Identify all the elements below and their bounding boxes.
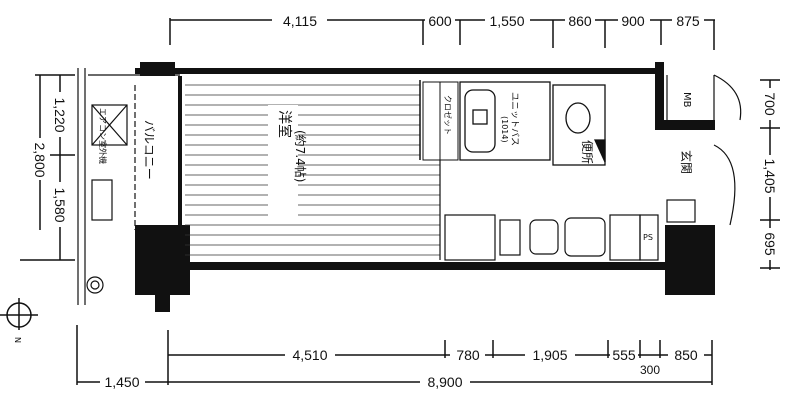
dim-bottom-5: 300 (640, 363, 660, 377)
dim-top-3: 1,550 (489, 13, 524, 29)
dim-left-2: 1,580 (52, 187, 68, 222)
outer-walls (135, 62, 715, 312)
compass-north-label: N (13, 337, 22, 343)
unit-bath-size: (1014) (500, 116, 509, 143)
dim-top-6: 875 (676, 13, 700, 29)
dim-top-5: 900 (621, 13, 645, 29)
outdoor-unit-label: エアコン室外機 (98, 108, 108, 164)
dim-top-2: 600 (428, 13, 452, 29)
dim-bottom-total: 8,900 (427, 374, 462, 390)
toilet (552, 84, 606, 166)
balcony-label: バルコニー (142, 120, 156, 180)
pipe-space-label: PS (643, 233, 653, 242)
compass-icon (0, 298, 38, 330)
meter-box-label: MB (681, 92, 692, 108)
western-room-label: 洋室 (276, 110, 293, 138)
dim-left-total: 2,800 (32, 142, 48, 177)
western-room-size: (約7.4帖) (293, 130, 308, 182)
dim-bottom-1: 4,510 (292, 347, 327, 363)
dim-top-1: 4,115 (283, 13, 317, 29)
unit-bath-label: ユニットバス (509, 92, 520, 146)
dim-top-4: 860 (568, 13, 592, 29)
dim-bottom-4: 555 (612, 347, 636, 363)
dim-left-1: 1,220 (52, 97, 68, 132)
entrance (666, 74, 742, 226)
unit-bath (459, 81, 551, 161)
dim-right-1: 700 (762, 92, 778, 116)
entrance-label: 玄関 (679, 150, 694, 174)
dim-right-3: 695 (762, 232, 778, 256)
closet (422, 81, 459, 161)
toilet-label: 便所 (580, 140, 594, 164)
western-room (185, 80, 441, 260)
dim-right-2: 1,405 (762, 158, 778, 193)
dim-bottom-2: 780 (456, 347, 480, 363)
dim-bottom-3: 1,905 (532, 347, 567, 363)
dim-balcony-depth: 1,450 (104, 374, 139, 390)
closet-label: クロゼット (443, 95, 453, 135)
dim-bottom-6: 850 (674, 347, 698, 363)
kitchen (444, 214, 659, 261)
